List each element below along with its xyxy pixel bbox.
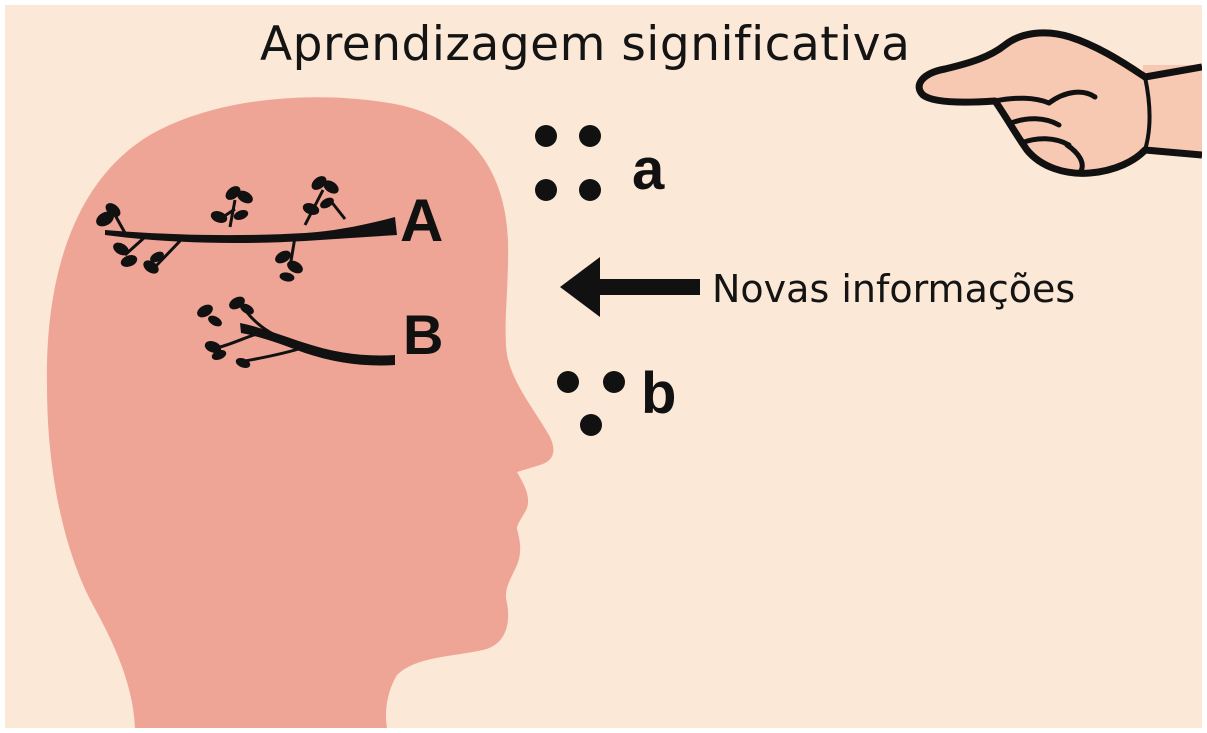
dots-group-a <box>535 125 601 201</box>
page-title: Aprendizagem significativa <box>260 17 910 72</box>
dot <box>580 414 602 436</box>
dot <box>579 125 601 147</box>
dots-group-b <box>557 371 625 436</box>
dot <box>603 371 625 393</box>
head-silhouette <box>47 97 554 728</box>
dot <box>535 179 557 201</box>
branch-label-b: B <box>403 307 443 363</box>
diagram-art <box>5 5 1202 728</box>
dot <box>579 179 601 201</box>
branch-label-a: A <box>400 191 443 251</box>
dot <box>535 125 557 147</box>
arrow-label: Novas informações <box>712 267 1075 311</box>
arrow-left-icon <box>560 257 700 317</box>
dot <box>557 371 579 393</box>
dots-label-a: a <box>632 141 664 199</box>
diagram-canvas: Aprendizagem significativa A B a b Novas… <box>5 5 1202 728</box>
pointing-hand-icon <box>919 33 1202 173</box>
dots-label-b: b <box>641 365 676 423</box>
